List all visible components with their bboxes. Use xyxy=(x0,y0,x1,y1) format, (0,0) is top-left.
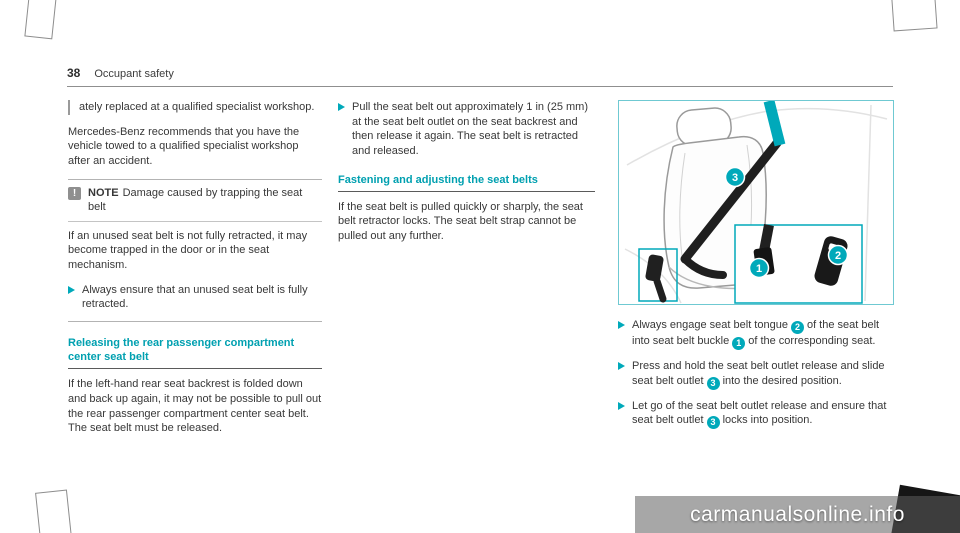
arrow-icon xyxy=(618,401,625,410)
note-body: If an unused seat belt is not fully retr… xyxy=(68,229,308,271)
section-title: Occupant safety xyxy=(94,68,174,80)
seat-belt-illustration: 3 1 2 xyxy=(624,101,888,304)
instruction-text: Press and hold the seat belt outlet rele… xyxy=(632,359,894,390)
svg-text:3: 3 xyxy=(732,172,738,184)
instruction-segment: Press and hold the seat belt outlet rele… xyxy=(632,360,885,387)
note-title: Damage caused by trapping the seat belt xyxy=(88,186,303,214)
corner-mark xyxy=(35,489,73,533)
column-middle: Pull the seat belt out approximately 1 i… xyxy=(338,100,595,254)
note-instruction-text: Always ensure that an unused seat belt i… xyxy=(82,283,308,311)
svg-text:2: 2 xyxy=(835,250,841,262)
lap-belt xyxy=(681,255,727,279)
column-left: ately replaced at a qualified specialist… xyxy=(68,100,322,446)
continuation-paragraph: ately replaced at a qualified specialist… xyxy=(68,100,322,115)
instruction-segment: locks into position. xyxy=(722,414,813,427)
arrow-icon xyxy=(68,285,75,294)
instruction-segment: Always engage seat belt tongue xyxy=(632,319,788,331)
corner-mark xyxy=(24,0,58,40)
belt-outlet-strap xyxy=(763,101,786,147)
callout-badge: 3 xyxy=(706,416,720,430)
callout-badge: 2 xyxy=(790,321,804,334)
instruction-text: Let go of the seat belt outlet release a… xyxy=(632,399,894,430)
continuation-text: ately replaced at a qualified specialist… xyxy=(79,101,315,113)
instruction-segment: into the desired position. xyxy=(722,374,842,387)
towing-paragraph: Mercedes-Benz recommends that you have t… xyxy=(68,125,300,167)
buckle-region-frame xyxy=(638,248,678,302)
callout-badge: 1 xyxy=(732,337,746,350)
instruction-segment: Let go of the seat belt outlet release a… xyxy=(632,399,887,427)
callout-badge: 3 xyxy=(706,376,720,390)
arrow-icon xyxy=(338,103,345,111)
instruction-segment: of the seat belt into seat belt buckle xyxy=(632,319,880,347)
site-watermark: carmanualsonline.info xyxy=(635,496,960,533)
page-number: 38 xyxy=(67,66,81,80)
heading-fastening-belts: Fastening and adjusting the seat belts xyxy=(338,173,595,192)
callout-1: 1 xyxy=(748,257,770,279)
arrow-icon xyxy=(618,362,625,370)
releasing-body: If the left-hand rear seat backrest is f… xyxy=(68,378,322,435)
corner-mark xyxy=(890,0,938,32)
instruction-text: Pull the seat belt out approximately 1 i… xyxy=(352,101,589,157)
shoulder-belt xyxy=(680,138,782,264)
seat-belt-figure: 3 1 2 xyxy=(618,100,894,305)
release-outlet-instruction: Let go of the seat belt outlet release a… xyxy=(618,399,894,430)
heading-releasing-center-belt: Releasing the rear passenger compartment… xyxy=(68,336,322,370)
note-instruction: Always ensure that an unused seat belt i… xyxy=(68,283,322,312)
pull-belt-instruction: Pull the seat belt out approximately 1 i… xyxy=(338,100,595,159)
callout-3: 3 xyxy=(724,166,746,188)
slide-outlet-instruction: Press and hold the seat belt outlet rele… xyxy=(618,359,894,390)
fastening-body: If the seat belt is pulled quickly or sh… xyxy=(338,200,583,243)
arrow-icon xyxy=(618,321,625,329)
inset-belt-strap xyxy=(759,224,774,252)
change-bar xyxy=(68,100,70,115)
instruction-segment: of the corresponding seat. xyxy=(748,335,876,347)
page-header: 38 Occupant safety xyxy=(67,66,893,87)
callout-2: 2 xyxy=(827,244,849,266)
note-label: NOTE xyxy=(88,186,119,199)
warning-icon: ! xyxy=(68,186,81,200)
buckle xyxy=(645,254,664,282)
svg-text:1: 1 xyxy=(756,263,762,275)
